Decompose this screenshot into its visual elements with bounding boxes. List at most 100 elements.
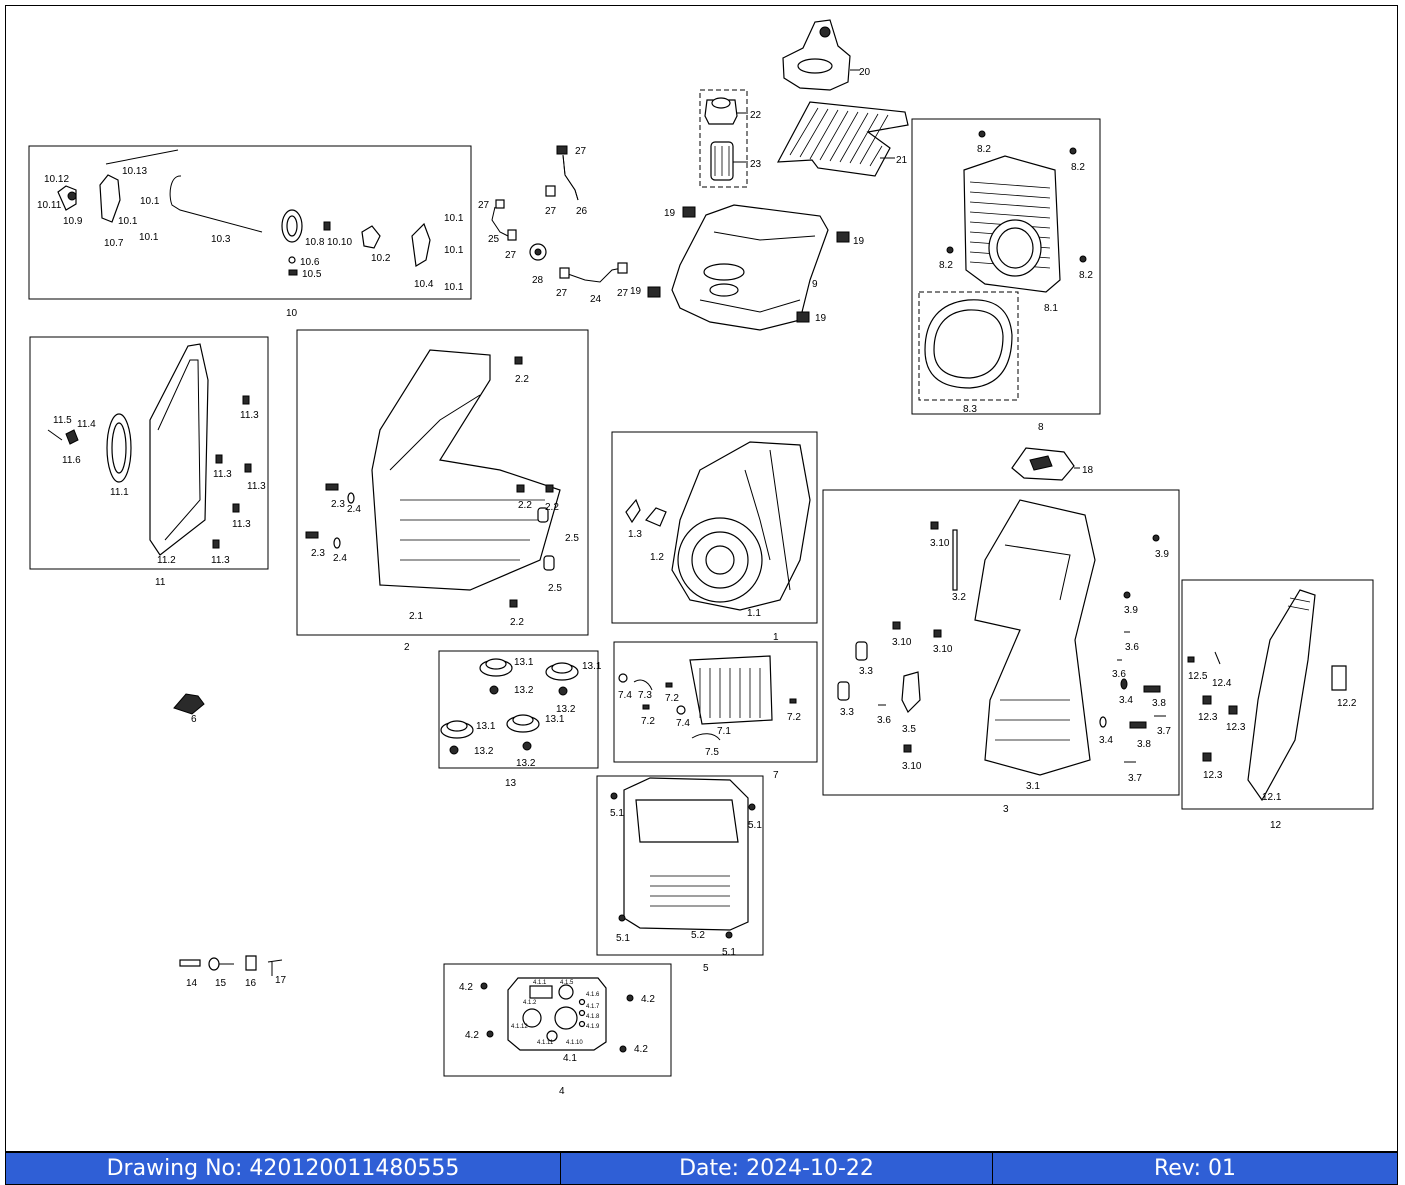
label-group-4: 4: [559, 1086, 565, 1097]
label-2-2d: 2.2: [510, 617, 524, 628]
label-3-10d: 3.10: [902, 761, 922, 772]
label-19a: 19: [664, 208, 676, 219]
label-3-10b: 3.10: [892, 637, 912, 648]
label-10-1a: 10.1: [140, 196, 160, 207]
label-8-3: 8.3: [963, 404, 977, 415]
label-10-10: 10.10: [327, 237, 352, 248]
label-8-1: 8.1: [1044, 303, 1058, 314]
label-12-3c: 12.3: [1203, 770, 1223, 781]
drawing-number: Drawing No: 420120011480555: [6, 1153, 561, 1184]
frame-right-part: [837, 499, 1166, 776]
label-4-2d: 4.2: [634, 1044, 648, 1055]
label-4-1-5: 4.1.5: [560, 980, 574, 986]
label-8-2b: 8.2: [1071, 162, 1085, 173]
label-7-2b: 7.2: [641, 716, 655, 727]
label-group-1: 1: [773, 632, 779, 643]
label-5-1c: 5.1: [616, 933, 630, 944]
label-4-1: 4.1: [563, 1053, 577, 1064]
drawing-revision: Rev: 01: [1153, 1156, 1237, 1181]
label-11-3a: 11.3: [240, 410, 259, 421]
label-4-1-10: 4.1.10: [566, 1040, 583, 1046]
engine-assembly-part: [625, 441, 811, 611]
label-10-4: 10.4: [414, 279, 434, 290]
label-10-1f: 10.1: [444, 282, 464, 293]
label-4-2b: 4.2: [641, 994, 655, 1005]
label-10-11: 10.11: [37, 200, 62, 211]
label-10-1e: 10.1: [444, 245, 464, 256]
label-28: 28: [532, 275, 544, 286]
label-10-1b: 10.1: [118, 216, 138, 227]
label-19d: 19: [815, 313, 827, 324]
label-7-4b: 7.4: [676, 718, 690, 729]
label-23: 23: [750, 159, 762, 170]
label-22: 22: [750, 110, 762, 121]
label-11-3b: 11.3: [213, 469, 232, 480]
label-3-6c: 3.6: [877, 715, 891, 726]
label-4-1-2: 4.1.2: [523, 1000, 537, 1006]
label-7-2a: 7.2: [665, 693, 679, 704]
label-10-13: 10.13: [122, 166, 147, 177]
label-13-2d: 13.2: [516, 758, 536, 769]
control-linkage-parts: [57, 149, 431, 276]
air-filter-part: [924, 130, 1087, 389]
label-6: 6: [191, 714, 197, 725]
label-20: 20: [859, 67, 871, 78]
label-12-5: 12.5: [1188, 671, 1208, 682]
label-3-8a: 3.8: [1152, 698, 1166, 709]
label-2-5a: 2.5: [565, 533, 579, 544]
label-7-4a: 7.4: [618, 690, 632, 701]
label-13-2b: 13.2: [556, 704, 576, 715]
label-5-2: 5.2: [691, 930, 705, 941]
label-19b: 19: [853, 236, 865, 247]
label-25: 25: [488, 234, 500, 245]
label-1-3: 1.3: [628, 529, 642, 540]
side-cover-right-part: [1187, 589, 1347, 802]
label-2-5b: 2.5: [548, 583, 562, 594]
label-4-2a: 4.2: [459, 982, 473, 993]
label-3-4a: 3.4: [1119, 695, 1133, 706]
label-14: 14: [186, 978, 198, 989]
group-3-frame: [822, 489, 1180, 796]
label-7-3: 7.3: [638, 690, 652, 701]
label-4-1-6: 4.1.6: [586, 992, 600, 998]
label-13-1c: 13.1: [476, 721, 496, 732]
label-27b: 27: [545, 206, 557, 217]
label-2-4a: 2.4: [347, 504, 361, 515]
group-10-frame: [28, 145, 472, 300]
label-2-2b: 2.2: [518, 500, 532, 511]
rubber-feet-part: [440, 658, 579, 755]
label-1-1: 1.1: [747, 608, 761, 619]
label-3-7b: 3.7: [1128, 773, 1142, 784]
label-7-5: 7.5: [705, 747, 719, 758]
label-3-10c: 3.10: [933, 644, 953, 655]
label-2-4b: 2.4: [333, 553, 347, 564]
group-8-frame: [911, 118, 1101, 415]
label-16: 16: [245, 978, 257, 989]
control-panel-part: [480, 977, 634, 1053]
label-3-2: 3.2: [952, 592, 966, 603]
label-3-10a: 3.10: [930, 538, 950, 549]
label-12-3a: 12.3: [1198, 712, 1218, 723]
label-18: 18: [1082, 465, 1094, 476]
label-3-1: 3.1: [1026, 781, 1040, 792]
label-24: 24: [590, 294, 602, 305]
label-27f: 27: [617, 288, 629, 299]
part-labels: 20 21 22 23 27 27 26 27 25 27 28 27 24 2…: [37, 67, 1357, 1097]
label-3-6b: 3.6: [1112, 669, 1126, 680]
label-4-1-1: 4.1.1: [533, 980, 547, 986]
label-1-2: 1.2: [650, 552, 664, 563]
label-3-4b: 3.4: [1099, 735, 1113, 746]
label-11-5: 11.5: [53, 415, 72, 426]
label-10-1d: 10.1: [444, 213, 464, 224]
inverter-module-part: [618, 655, 797, 741]
label-group-10: 10: [286, 308, 298, 319]
label-4-1-12: 4.1.12: [511, 1024, 528, 1030]
label-11-6: 11.6: [62, 455, 81, 466]
group-7-frame: [613, 641, 818, 763]
label-2-2a: 2.2: [515, 374, 529, 385]
label-group-8: 8: [1038, 422, 1044, 433]
label-10-9: 10.9: [63, 216, 83, 227]
label-12-4: 12.4: [1212, 678, 1232, 689]
drawing-date: Date: 2024-10-22: [561, 1153, 993, 1184]
label-group-5: 5: [703, 963, 709, 974]
